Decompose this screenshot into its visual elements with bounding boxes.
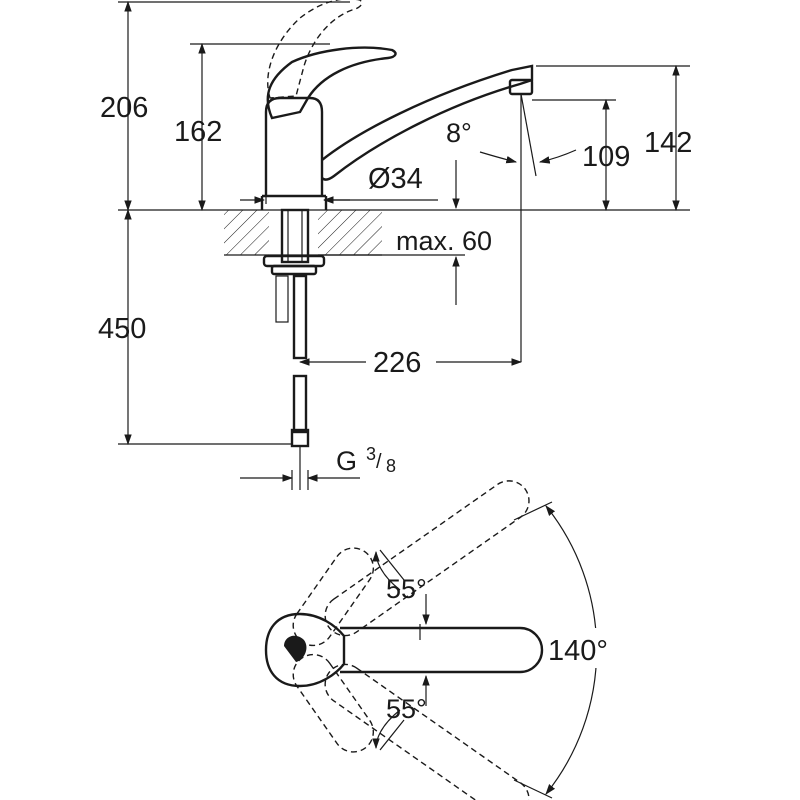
dimension-spout-reach: 226 (298, 342, 523, 379)
dim-109-label: 109 (582, 141, 630, 173)
lever-handle-raised (267, 0, 363, 99)
dim-226-label: 226 (373, 347, 421, 379)
dim-thread-num: 3 (366, 444, 376, 464)
angle-140-arc: 140° (544, 505, 618, 795)
handle-lower-right-position (324, 663, 530, 800)
dimension-body-diameter: Ø34 (240, 163, 438, 204)
handle-lower-left-position (292, 653, 375, 753)
dimension-deck-thickness: max. 60 (318, 160, 492, 305)
dim-450-label: 450 (98, 313, 146, 345)
dimension-overall-height: 206 (100, 0, 350, 212)
dim-max60-label: max. 60 (396, 226, 492, 256)
dim-206-label: 206 (100, 92, 148, 124)
lever-handle (266, 46, 397, 120)
dim-thread-den: 8 (386, 456, 396, 476)
angle-55-upper: 55° (372, 550, 430, 640)
dimension-spout-angle: 8° (446, 118, 577, 164)
handle-center-position (264, 612, 544, 688)
top-view: 55° 55° 140° (264, 480, 618, 800)
dim-thread-slash: / (376, 451, 382, 473)
angle-55-upper-label: 55° (386, 574, 427, 604)
handle-upper-left-position (292, 547, 375, 647)
dimension-thread: G 3 / 8 (240, 444, 396, 490)
angle-55-lower: 55° (372, 674, 430, 750)
angle-140-label: 140° (548, 635, 608, 667)
handle-upper-right-position (324, 480, 530, 637)
deck-section (224, 210, 382, 256)
dim-142-label: 142 (644, 127, 692, 159)
spout (321, 64, 534, 181)
dim-d34-label: Ø34 (368, 163, 423, 195)
dimension-below-deck: 450 (98, 208, 292, 446)
dim-8deg-label: 8° (446, 118, 472, 148)
dimension-outlet-height: 109 (532, 98, 630, 212)
jet-angle-line (520, 93, 537, 177)
dim-162-label: 162 (174, 116, 222, 148)
dim-thread-g: G (336, 446, 357, 476)
dimension-spout-top: 142 (536, 64, 692, 212)
side-view: 206 162 142 109 8° (98, 0, 692, 490)
dimension-handle-height: 162 (174, 42, 330, 212)
angle-55-lower-label: 55° (386, 694, 427, 724)
mounting-fittings (262, 208, 326, 490)
